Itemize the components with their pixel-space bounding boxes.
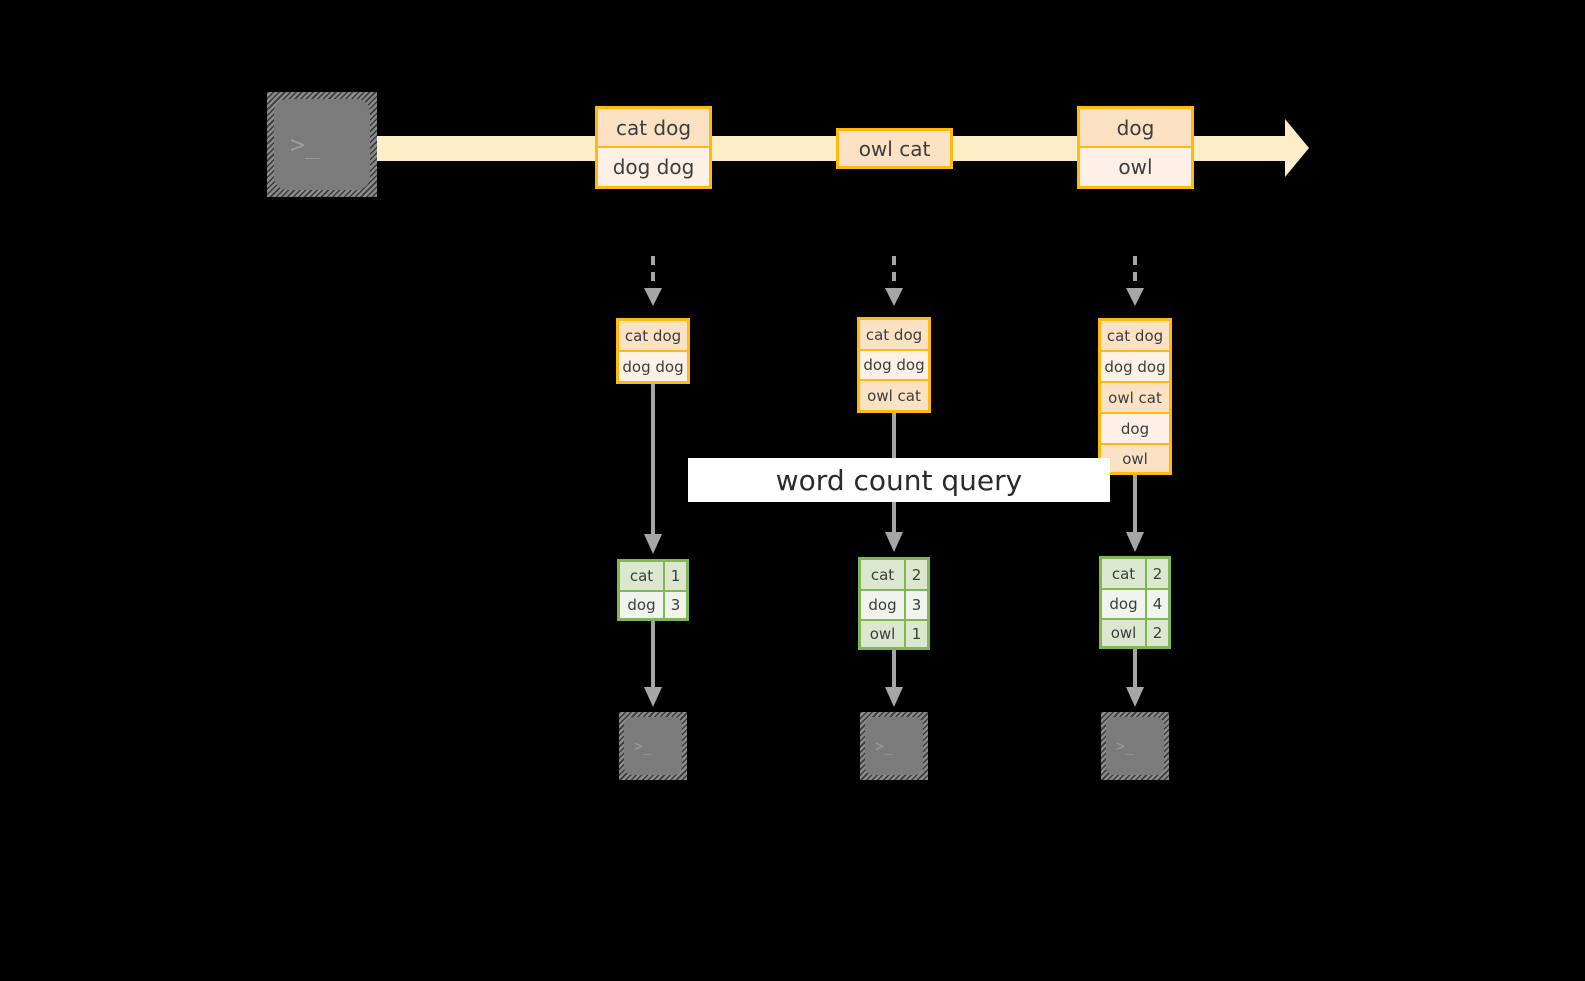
result-table: cat 1 dog 3 <box>617 559 689 621</box>
result-to-sink-connector <box>651 621 655 689</box>
buffer-box: cat dog dog dog owl cat dog owl <box>1098 318 1172 475</box>
result-count: 1 <box>665 562 686 590</box>
terminal-prompt-icon: >_ <box>875 736 894 755</box>
terminal-prompt-icon: >_ <box>1116 736 1135 755</box>
result-word: owl <box>1102 620 1147 646</box>
result-count: 1 <box>906 621 927 647</box>
stream-record: owl cat <box>836 128 953 169</box>
buffer-to-result-connector <box>1133 475 1137 534</box>
buffer-to-result-connector <box>651 384 655 536</box>
buffer-box: cat dog dog dog <box>616 318 690 384</box>
buffer-line: owl cat <box>860 381 928 410</box>
table-row: owl 2 <box>1102 620 1168 646</box>
sink-terminal[interactable]: >_ <box>860 712 928 780</box>
result-word: cat <box>620 562 665 590</box>
table-row: cat 2 <box>861 560 927 591</box>
stream-to-buffer-connector <box>1133 256 1137 290</box>
buffer-to-result-arrowhead <box>885 532 903 552</box>
result-word: cat <box>1102 559 1147 588</box>
buffer-line: owl <box>1101 445 1169 472</box>
result-table: cat 2 dog 3 owl 1 <box>858 557 930 650</box>
result-count: 2 <box>1147 620 1168 646</box>
result-word: dog <box>620 592 665 618</box>
buffer-line: cat dog <box>619 321 687 352</box>
source-terminal[interactable]: >_ <box>267 92 377 197</box>
buffer-line: dog dog <box>860 351 928 381</box>
result-to-sink-arrowhead <box>644 687 662 707</box>
result-count: 4 <box>1147 590 1168 618</box>
result-to-sink-connector <box>1133 649 1137 689</box>
stream-to-buffer-connector <box>651 256 655 290</box>
result-word: owl <box>861 621 906 647</box>
stream-record: cat dog dog dog <box>595 106 712 189</box>
buffer-box: cat dog dog dog owl cat <box>857 317 931 413</box>
buffer-line: owl cat <box>1101 383 1169 414</box>
buffer-line: cat dog <box>1101 321 1169 352</box>
table-row: cat 2 <box>1102 559 1168 590</box>
result-count: 2 <box>1147 559 1168 588</box>
buffer-to-result-arrowhead <box>1126 532 1144 552</box>
stream-record-line: owl <box>1080 148 1191 186</box>
result-to-sink-connector <box>892 650 896 689</box>
stream-record: dog owl <box>1077 106 1194 189</box>
result-word: cat <box>861 560 906 589</box>
stream-record-line: dog <box>1080 109 1191 148</box>
buffer-line: dog dog <box>1101 352 1169 383</box>
stream-record-line: cat dog <box>598 109 709 148</box>
result-count: 3 <box>665 592 686 618</box>
result-word: dog <box>1102 590 1147 618</box>
buffer-line: dog dog <box>619 352 687 381</box>
table-row: cat 1 <box>620 562 686 592</box>
terminal-prompt-icon: >_ <box>634 736 653 755</box>
terminal-prompt-icon: >_ <box>290 130 321 159</box>
stream-to-buffer-arrowhead <box>644 288 662 306</box>
buffer-line: cat dog <box>860 320 928 351</box>
result-table: cat 2 dog 4 owl 2 <box>1099 556 1171 649</box>
stream-arrowhead <box>1285 119 1309 177</box>
result-word: dog <box>861 591 906 619</box>
stream-to-buffer-arrowhead <box>885 288 903 306</box>
result-to-sink-arrowhead <box>885 687 903 707</box>
buffer-line: dog <box>1101 414 1169 445</box>
buffer-to-result-arrowhead <box>644 534 662 554</box>
sink-terminal[interactable]: >_ <box>619 712 687 780</box>
table-row: dog 4 <box>1102 590 1168 620</box>
stream-to-buffer-connector <box>892 256 896 290</box>
table-row: owl 1 <box>861 621 927 647</box>
result-count: 3 <box>906 591 927 619</box>
stream-to-buffer-arrowhead <box>1126 288 1144 306</box>
result-to-sink-arrowhead <box>1126 687 1144 707</box>
sink-terminal[interactable]: >_ <box>1101 712 1169 780</box>
query-label: word count query <box>688 458 1110 502</box>
table-row: dog 3 <box>861 591 927 621</box>
table-row: dog 3 <box>620 592 686 618</box>
result-count: 2 <box>906 560 927 589</box>
stream-record-line: dog dog <box>598 148 709 186</box>
stream-record-line: owl cat <box>839 131 950 166</box>
